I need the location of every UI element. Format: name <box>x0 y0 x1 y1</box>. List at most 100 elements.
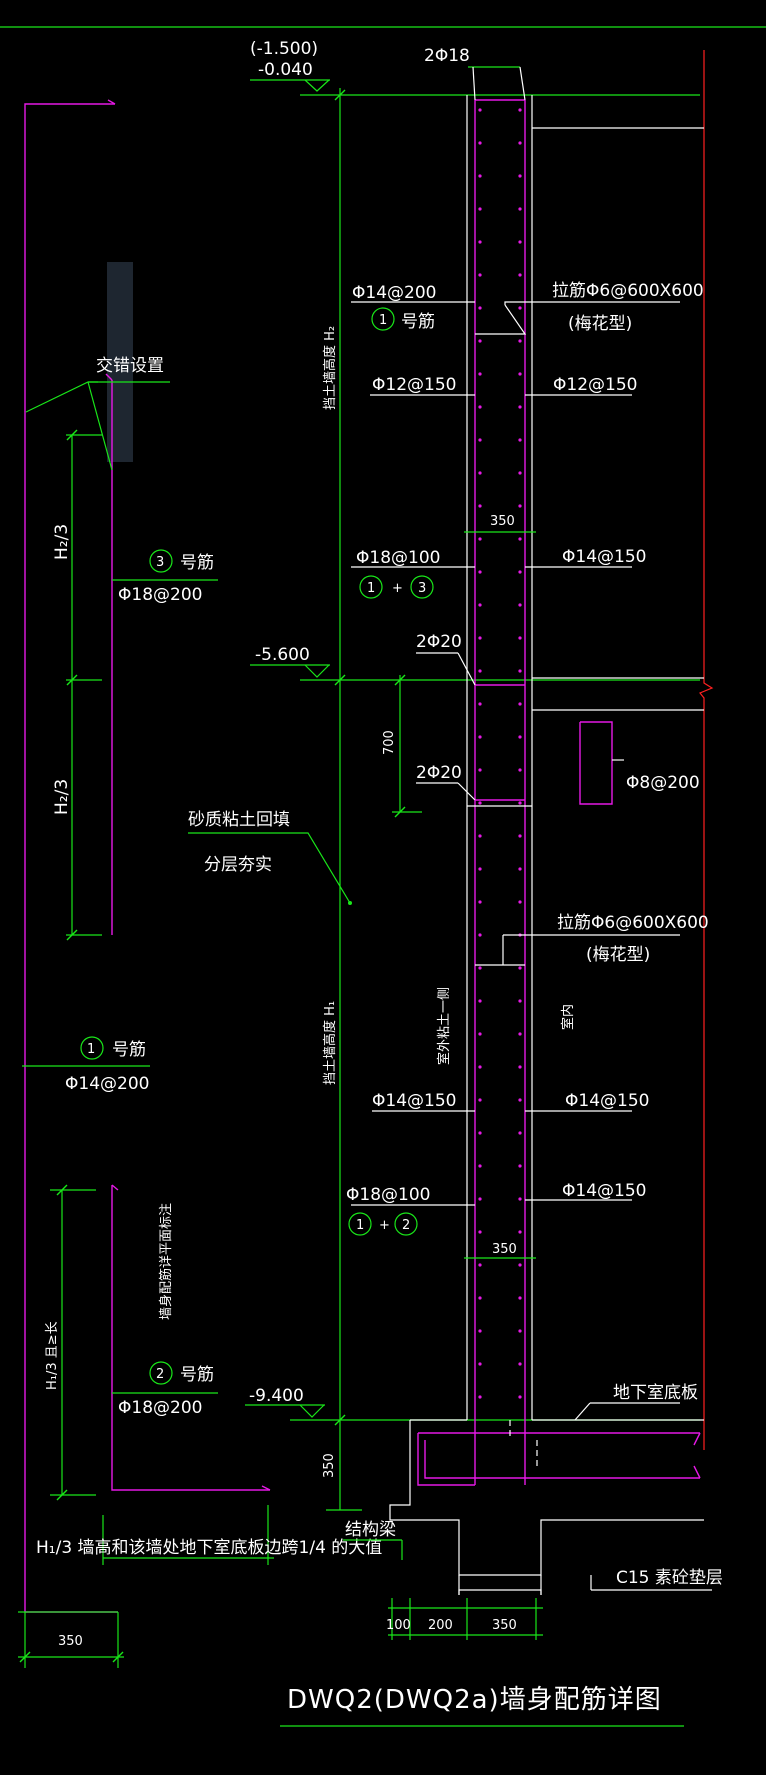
rebar-dot <box>478 1131 482 1135</box>
dim-thick-1: 350 <box>490 514 515 529</box>
beam-bar-2: 2Φ20 <box>416 763 462 783</box>
slab-label: 地下室底板 <box>613 1383 698 1403</box>
elev-top: -0.040 <box>258 60 313 80</box>
rebar-dot <box>518 900 522 904</box>
rebar-dot <box>518 570 522 574</box>
tie-2: 拉筋Φ6@600X600 <box>557 913 709 933</box>
rebar-dot <box>478 1164 482 1168</box>
h1-label: 挡土墙高度 H₁ <box>322 1001 338 1085</box>
rebar-dot <box>518 636 522 640</box>
wall-mark-1a <box>371 307 395 331</box>
bar2-mark: 2 <box>156 1367 164 1382</box>
rebar-dot <box>478 207 482 211</box>
rebar-dot <box>518 537 522 541</box>
stagger-note: 交错设置 <box>96 356 164 376</box>
wall-leaders <box>351 66 680 1640</box>
backfill-1: 砂质粘土回填 <box>188 810 290 830</box>
rebar-dot <box>478 834 482 838</box>
rebar-dot <box>518 669 522 673</box>
bar-left-3: Φ18@100 <box>356 548 440 568</box>
bar2-suffix: 号筋 <box>180 1365 214 1385</box>
bar-right-2: Φ12@150 <box>553 375 637 395</box>
rebar-dot <box>478 768 482 772</box>
bar-left-2: Φ12@150 <box>372 375 456 395</box>
rebar-dot <box>478 339 482 343</box>
rebar-dot <box>518 405 522 409</box>
rebar-dot <box>478 240 482 244</box>
beam-label: 结构梁 <box>345 1520 396 1540</box>
rebar-dot <box>478 669 482 673</box>
rebar-dot <box>478 801 482 805</box>
rebar-dot <box>518 1329 522 1333</box>
wall-rebar-dots <box>478 108 522 1399</box>
rebar-dot <box>518 1032 522 1036</box>
rebar-dot <box>518 1065 522 1069</box>
rebar-dot <box>478 867 482 871</box>
bar-right-3: Φ14@150 <box>562 547 646 567</box>
backfill-2: 分层夯实 <box>204 855 272 875</box>
rebar-dot <box>478 966 482 970</box>
bar3-suffix: 号筋 <box>180 553 214 573</box>
bar-left-5: Φ18@100 <box>346 1185 430 1205</box>
bar-left-1-suffix: 号筋 <box>401 312 435 332</box>
rebar-dot <box>478 702 482 706</box>
elev-top-paren: (-1.500) <box>250 39 318 59</box>
rebar-dot <box>518 1395 522 1399</box>
rebar-dot <box>478 306 482 310</box>
bar-right-4: Φ14@150 <box>565 1091 649 1111</box>
rebar-dot <box>478 537 482 541</box>
inside-label: 室内 <box>560 1004 576 1030</box>
rebar-dot <box>518 1164 522 1168</box>
wall-outline <box>389 95 712 1595</box>
rebar-dot <box>478 471 482 475</box>
rebar-dot <box>478 603 482 607</box>
wall-mark-3 <box>410 575 434 599</box>
dim-thick-2: 350 <box>492 1242 517 1257</box>
h1-third: H₁/3 且≥长 <box>45 1321 60 1390</box>
bar-right-5: Φ14@150 <box>562 1181 646 1201</box>
rebar-dot <box>518 438 522 442</box>
rebar-dot <box>478 933 482 937</box>
cushion-label: C15 素砼垫层 <box>616 1568 723 1588</box>
dim-bottom-100: 100 <box>386 1618 411 1633</box>
wall-mark-1c <box>348 1212 372 1236</box>
rebar-dot <box>518 306 522 310</box>
rebar-dot <box>518 174 522 178</box>
rebar-dot <box>518 999 522 1003</box>
rebar-dot <box>478 1197 482 1201</box>
bottom-note: H₁/3 墙高和该墙处地下室底板边跨1/4 的大值 <box>36 1538 382 1558</box>
bar-left-3-plus: + <box>392 581 403 596</box>
rebar-dot <box>478 141 482 145</box>
drawing-title: DWQ2(DWQ2a)墙身配筋详图 <box>287 1685 662 1715</box>
rebar-dot <box>518 1131 522 1135</box>
rebar-dot <box>518 603 522 607</box>
rebar-dot <box>478 1098 482 1102</box>
rebar-dot <box>518 867 522 871</box>
bar-left-4: Φ14@150 <box>372 1091 456 1111</box>
bar-left-3-mark-a: 1 <box>367 581 375 596</box>
rebar-dot <box>478 636 482 640</box>
bar-left-5-mark-a: 1 <box>356 1218 364 1233</box>
rebar-dot <box>478 1032 482 1036</box>
rebar-dot <box>478 1263 482 1267</box>
wall-mark-2 <box>394 1212 418 1236</box>
rebar-dot <box>518 1098 522 1102</box>
elev-mid: -5.600 <box>255 645 310 665</box>
rebar-dot <box>518 372 522 376</box>
rebar-dot <box>478 900 482 904</box>
tie-2-note: (梅花型) <box>586 945 650 965</box>
beam-stirrup: Φ8@200 <box>626 773 700 793</box>
rebar-dot <box>518 735 522 739</box>
rebar-dot <box>518 966 522 970</box>
rebar-dot <box>478 504 482 508</box>
rebar-dot <box>478 570 482 574</box>
rebar-dot <box>478 999 482 1003</box>
bar3-mark: 3 <box>156 555 164 570</box>
rebar-dot <box>478 174 482 178</box>
left-bar-schedule <box>18 99 274 1668</box>
rebar-dot <box>518 207 522 211</box>
h2-third-lower: H₂/3 <box>52 779 72 815</box>
h2-third-upper: H₂/3 <box>52 524 72 560</box>
bar-left-5-plus: + <box>379 1218 390 1233</box>
